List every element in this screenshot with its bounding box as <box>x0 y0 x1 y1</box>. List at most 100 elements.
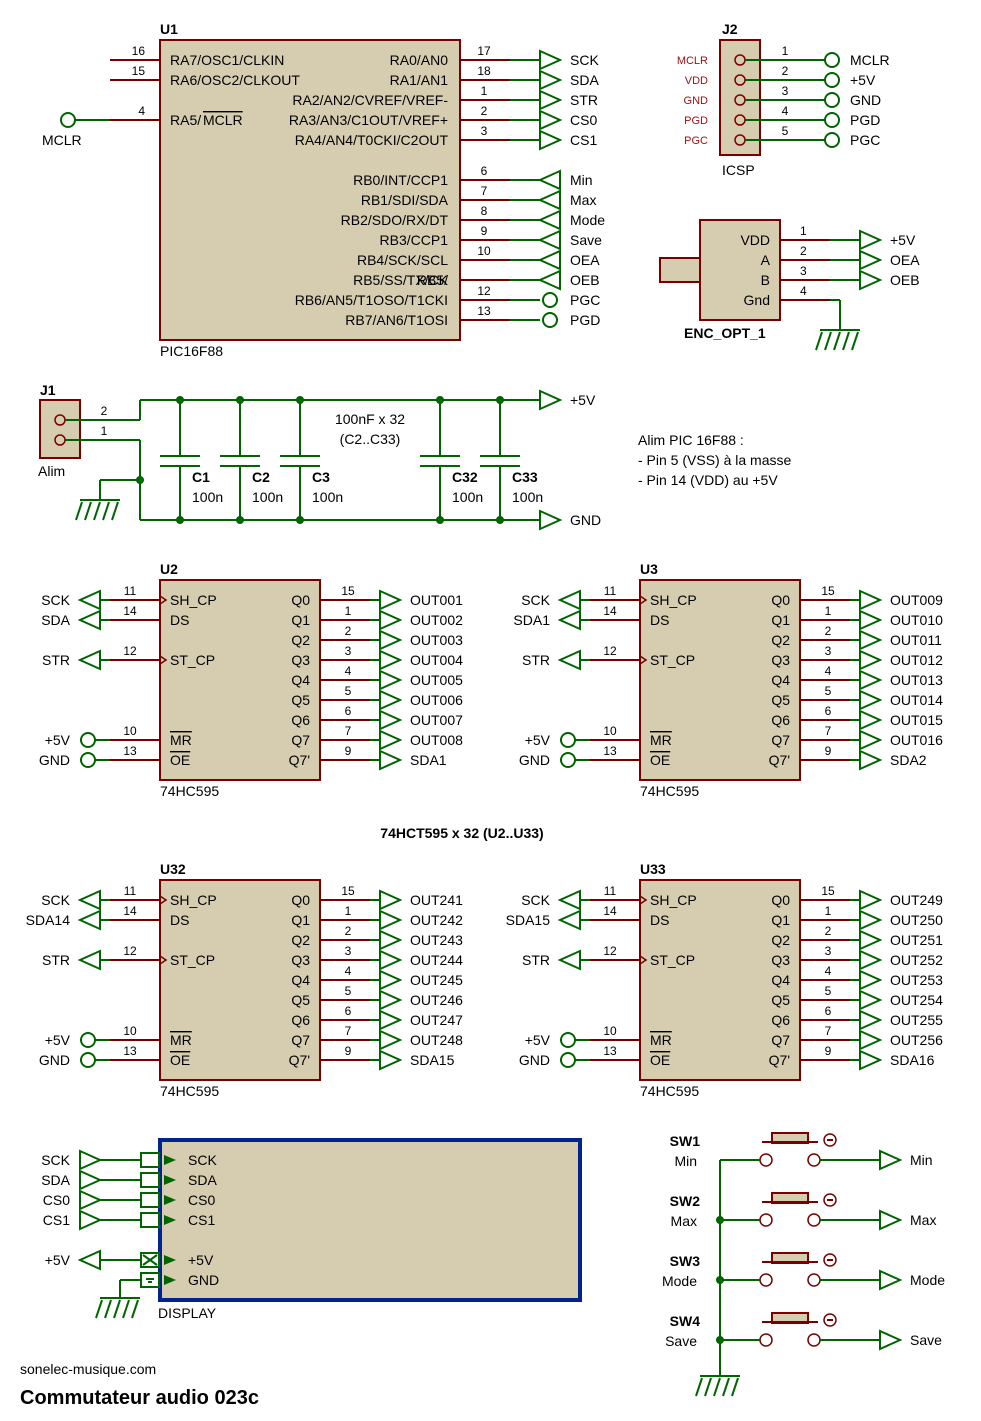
display-pin-cross <box>142 1254 158 1266</box>
cap-ref: C3 <box>312 469 330 485</box>
shift-register-net-label: GND <box>519 1052 550 1068</box>
display-pin-arrow <box>164 1275 176 1285</box>
shift-register-net-label: GND <box>39 752 70 768</box>
ground-hatch <box>75 501 83 521</box>
shift-register-net-label: SDA14 <box>26 912 71 928</box>
output-arrow <box>859 1029 883 1051</box>
output-arrow <box>379 689 403 711</box>
shift-register-net-label: OUT252 <box>890 952 943 968</box>
shift-register-pin-num: 5 <box>825 984 832 998</box>
shift-register-pin-name: Q6 <box>291 1012 310 1028</box>
output-arrow <box>859 229 883 251</box>
shift-register-net-label: +5V <box>525 732 551 748</box>
shift-register-pin-num: 2 <box>345 624 352 638</box>
ground-hatch <box>695 1377 703 1397</box>
clock-marker <box>159 654 168 666</box>
switch-ref: SW4 <box>670 1313 701 1329</box>
shift-register-pin-num: 5 <box>345 984 352 998</box>
u1-pin-name: MCLR <box>203 112 243 128</box>
shift-register-net-label: OUT254 <box>890 992 943 1008</box>
input-arrow <box>537 249 561 271</box>
shift-register-pin-num: 4 <box>345 664 352 678</box>
u1-pin-name: RB5/ <box>417 272 448 288</box>
u1-pin-name: RA3/AN3/C1OUT/VREF+ <box>289 112 448 128</box>
shift-register-pin-num: 9 <box>345 744 352 758</box>
shift-register-pin-num: 2 <box>825 924 832 938</box>
encoder-body <box>699 219 781 321</box>
u1-pin-name: RA5/ <box>170 112 201 128</box>
output-arrow <box>859 589 883 611</box>
u1-pin-name: RB4/SCK/SCL <box>357 252 448 268</box>
shift-register-ref: U32 <box>160 861 186 877</box>
terminal-circle <box>560 732 576 748</box>
shift-register-pin-name: DS <box>170 912 189 928</box>
output-arrow <box>859 929 883 951</box>
shift-register-pin-num: 10 <box>123 724 137 738</box>
output-arrow <box>379 1049 403 1071</box>
output-arrow <box>859 729 883 751</box>
u1-pin-name: RA0/AN0 <box>390 52 449 68</box>
shift-register-net-label: STR <box>42 652 70 668</box>
input-arrow <box>557 889 581 911</box>
input-arrow <box>77 1249 101 1271</box>
shift-register-pin-name: ST_CP <box>650 952 695 968</box>
shift-register-pin-num: 4 <box>825 964 832 978</box>
display-pin-arrow <box>164 1255 176 1265</box>
shift-register-pin-num: 4 <box>825 664 832 678</box>
terminal-circle <box>824 132 840 148</box>
u1-pin-num: 17 <box>477 44 491 58</box>
shift-register-net-label: SDA <box>41 612 70 628</box>
shift-register-net-label: SDA2 <box>890 752 927 768</box>
shift-register-pin-num: 6 <box>345 1004 352 1018</box>
footer-title: Commutateur audio 023c <box>20 1387 259 1409</box>
switch-net-label: Save <box>910 1332 942 1348</box>
shift-register-net-label: OUT008 <box>410 732 463 748</box>
shift-register-net-label: OUT002 <box>410 612 463 628</box>
u1-net-label: Mode <box>570 212 605 228</box>
shift-register-net-label: SCK <box>521 592 550 608</box>
shift-register-pin-name: Q1 <box>771 912 790 928</box>
output-arrow <box>859 709 883 731</box>
output-arrow <box>379 909 403 931</box>
switch-contact <box>807 1333 821 1347</box>
input-arrow <box>537 269 561 291</box>
switch-contact <box>759 1213 773 1227</box>
encoder-pin-name: VDD <box>740 232 770 248</box>
input-arrow <box>77 889 101 911</box>
shift-register-pin-name: Q0 <box>771 892 790 908</box>
cap-ref: C1 <box>192 469 210 485</box>
output-arrow <box>379 989 403 1011</box>
u1-net-label: OEB <box>570 272 600 288</box>
clock-marker <box>639 894 648 906</box>
u1-pin-name: RB0/INT/CCP1 <box>353 172 448 188</box>
mclr-label: MCLR <box>42 132 82 148</box>
shift-register-net-label: OUT013 <box>890 672 943 688</box>
shift-register-pin-num: 4 <box>345 964 352 978</box>
output-arrow <box>539 49 563 71</box>
shift-register-pin-num: 11 <box>604 884 617 898</box>
shift-register-pin-num: 9 <box>825 744 832 758</box>
u1-net-label: CS1 <box>570 132 597 148</box>
input-arrow <box>77 649 101 671</box>
power-note: - Pin 14 (VDD) au +5V <box>638 472 778 488</box>
shift-register-body <box>639 579 801 781</box>
cap-ref: C2 <box>252 469 270 485</box>
output-arrow <box>379 729 403 751</box>
display-body <box>158 1138 582 1302</box>
shift-register-net-label: SDA15 <box>506 912 551 928</box>
display-pin-arrow <box>164 1155 176 1165</box>
terminal-circle <box>60 112 76 128</box>
power-note: - Pin 5 (VSS) à la masse <box>638 452 791 468</box>
ground-hatch <box>824 331 832 351</box>
shift-register-pin-name: Q6 <box>771 712 790 728</box>
display-pin-name: CS0 <box>188 1192 215 1208</box>
shift-register-pin-name: Q5 <box>291 992 310 1008</box>
shift-register-pin-num: 12 <box>123 644 137 658</box>
terminal-circle <box>560 1032 576 1048</box>
shift-register-net-label: OUT255 <box>890 1012 943 1028</box>
cap-note: 100nF x 32 <box>335 411 405 427</box>
shift-register-net-label: SDA1 <box>410 752 447 768</box>
shift-register-pin-name: Q4 <box>291 972 310 988</box>
j2-pin-num: 4 <box>782 104 789 118</box>
shift-register-pin-name: Q6 <box>771 1012 790 1028</box>
